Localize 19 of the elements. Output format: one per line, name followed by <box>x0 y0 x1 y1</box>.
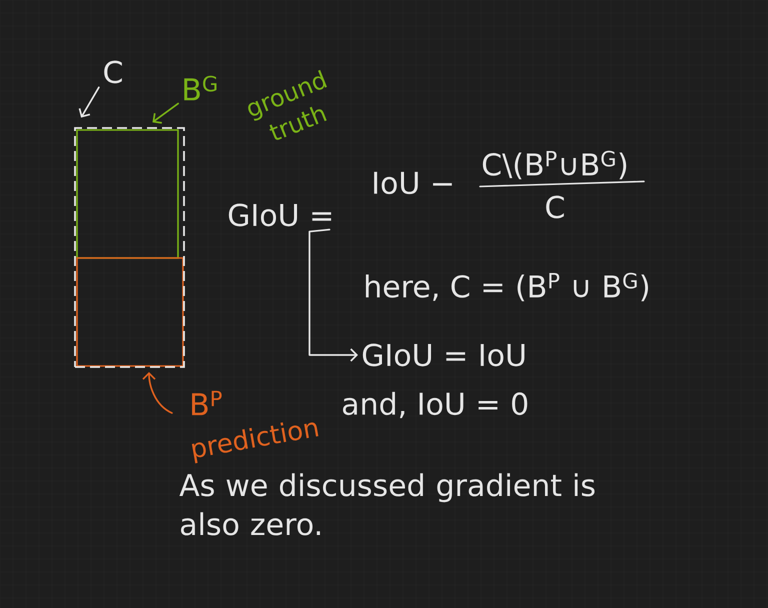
leader-arrow <box>142 372 173 414</box>
leader-arrow <box>152 102 179 124</box>
prediction-box <box>76 257 184 367</box>
box-label: B$^{G}$ <box>184 76 216 100</box>
caption-text: prediction <box>192 422 318 464</box>
box-label: B$^{P}$ <box>192 390 222 416</box>
ground-truth-box <box>76 129 179 259</box>
formula-text: here, C = (B$^{P}$ ∪ B$^{G}$) <box>366 272 648 302</box>
formula-text: C <box>546 196 564 218</box>
bracket-arrow <box>308 228 358 362</box>
formula-text: IoU − <box>374 172 452 194</box>
leader-arrow <box>78 86 100 118</box>
note-text: As we discussed gradient is also zero. <box>179 473 595 536</box>
formula-text: C\(B$^{P}$∪B$^{G}$) <box>482 150 626 180</box>
formula-text: GIoU = IoU <box>362 344 524 366</box>
formula-text: GIoU = <box>228 204 332 226</box>
dashed-box <box>74 127 185 368</box>
box-label: C <box>104 60 122 84</box>
formula-text: and, IoU = 0 <box>343 392 528 418</box>
